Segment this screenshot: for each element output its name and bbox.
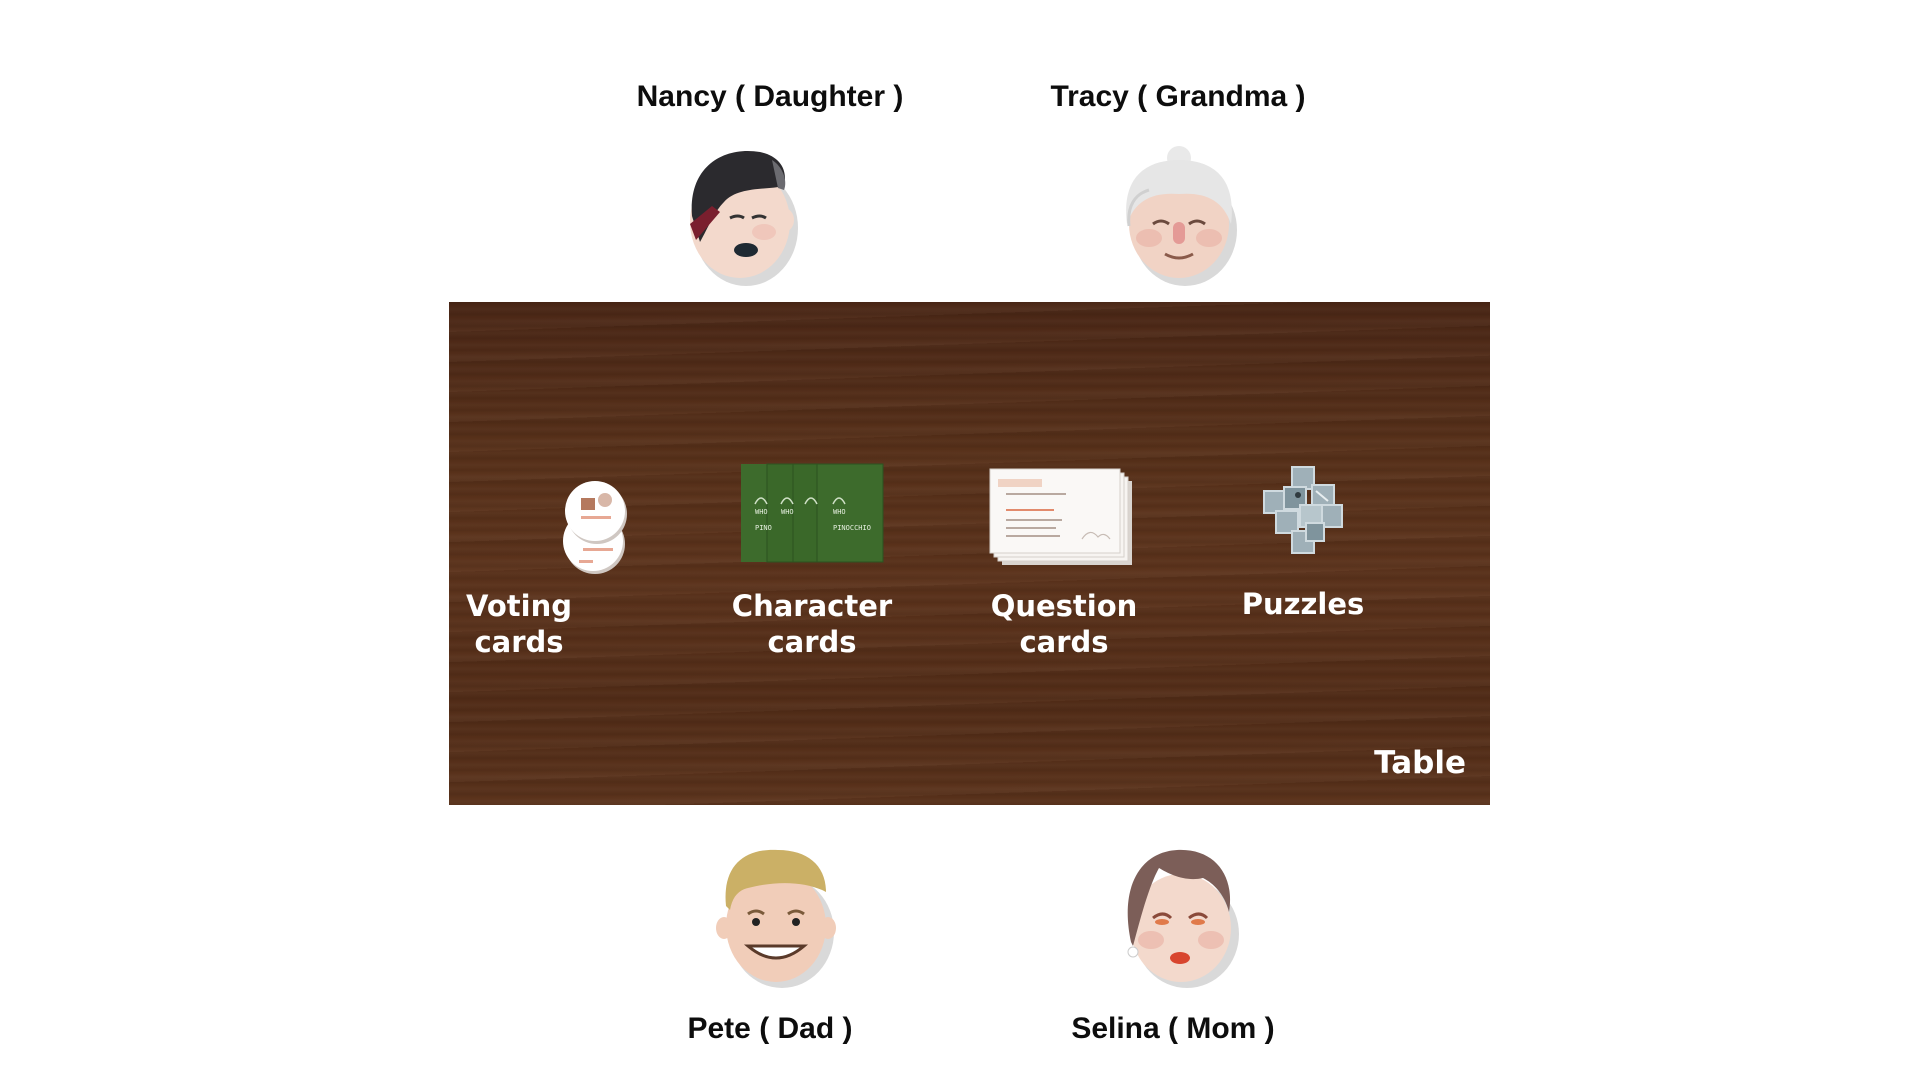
character-card-who-3: WHO — [833, 508, 846, 516]
character-card-who-1: WHO — [755, 508, 768, 516]
character-cards-label-line1: Character — [731, 589, 893, 623]
character-cards-icon: WHO WHO WHO PINO PINOCCHIO — [741, 463, 884, 563]
question-cards-label-line1: Question — [990, 589, 1138, 623]
player-name-selina: Selina ( Mom ) — [1071, 1012, 1275, 1045]
tracy-avatar — [1113, 146, 1249, 286]
voting-cards-label-line1: Voting — [466, 589, 572, 623]
question-cards-label: Question cards — [954, 588, 1174, 660]
character-card-name: PINOCCHIO — [833, 524, 871, 532]
nancy-avatar — [684, 146, 820, 286]
table-label: Table — [1374, 745, 1466, 781]
player-name-tracy: Tracy ( Grandma ) — [1050, 80, 1306, 113]
question-cards-icon — [989, 468, 1134, 567]
question-cards-label-line2: cards — [1019, 625, 1109, 659]
player-name-nancy: Nancy ( Daughter ) — [636, 80, 904, 113]
puzzles-icon — [1262, 465, 1344, 561]
selina-avatar — [1111, 846, 1247, 988]
puzzles-label: Puzzles — [1241, 587, 1365, 621]
character-cards-label: Character cards — [702, 588, 922, 660]
game-table: Voting cards WHO WHO WHO PINO PINOCCHIO — [449, 302, 1490, 805]
voting-cards-label: Voting cards — [409, 588, 629, 660]
voting-cards-label-line2: cards — [474, 625, 564, 659]
pete-avatar — [708, 846, 844, 988]
character-cards-label-line2: cards — [767, 625, 857, 659]
character-card-short: PINO — [755, 524, 772, 532]
character-card-who-2: WHO — [781, 508, 794, 516]
voting-cards-icon — [561, 481, 633, 574]
player-name-pete: Pete ( Dad ) — [687, 1012, 853, 1045]
